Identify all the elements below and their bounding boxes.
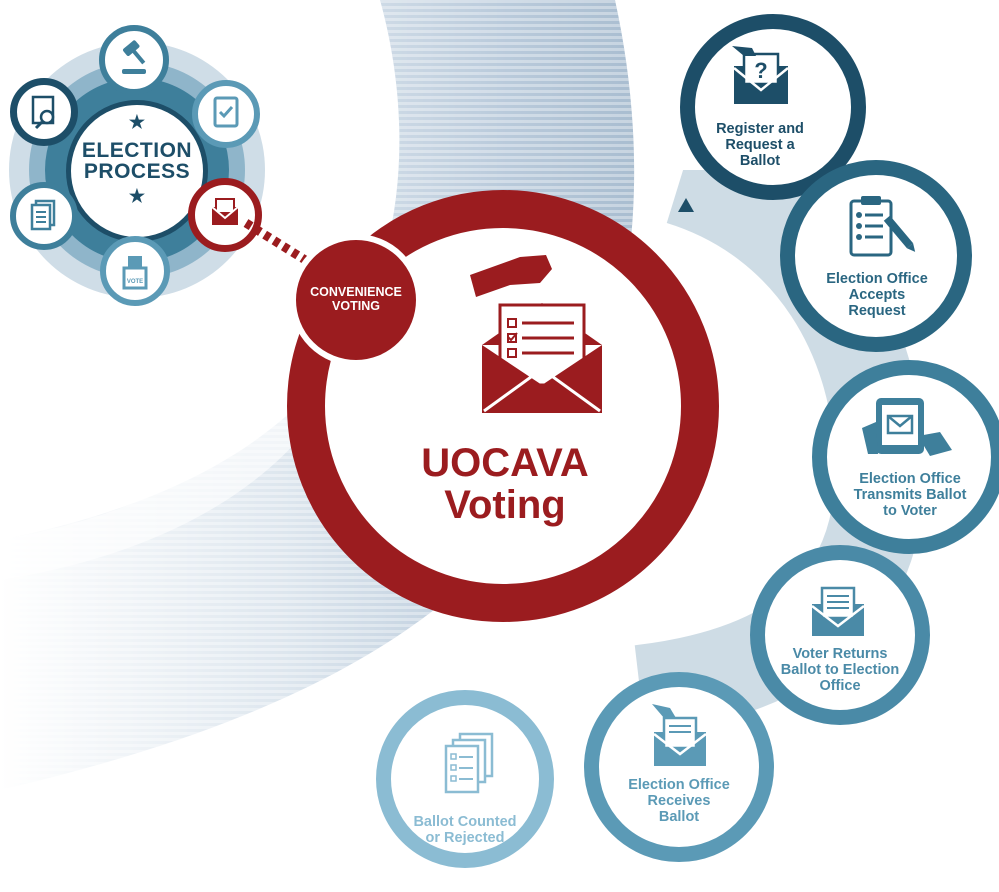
document-list-icon [30, 199, 56, 231]
hub-star-bottom: ★ [128, 186, 146, 206]
envelope-hand-icon [652, 704, 707, 766]
election-process-hub[interactable] [66, 100, 208, 242]
clipboard-pencil-icon [849, 196, 916, 257]
svg-text:?: ? [754, 58, 767, 83]
step-receives-ballot[interactable] [584, 672, 774, 862]
ballot-stack-icon [444, 732, 494, 794]
ring-arrow-tip [678, 198, 694, 212]
hub-document-list-step[interactable] [10, 182, 78, 250]
envelope-ballot-icon [470, 255, 602, 413]
uocava-title: UOCAVA Voting [421, 441, 589, 527]
convenience-voting-badge[interactable] [290, 234, 422, 366]
hub-mail-ballot-step[interactable] [188, 178, 262, 252]
hub-star-top: ★ [128, 112, 146, 132]
envelope-letter-icon [811, 586, 865, 636]
svg-text:VOTE: VOTE [127, 279, 143, 285]
ballot-box-icon: VOTE [122, 256, 148, 290]
dashed-connector [243, 219, 313, 267]
document-search-icon [31, 95, 55, 130]
clipboard-check-icon [213, 96, 239, 128]
mail-ballot-icon [211, 198, 239, 225]
hub-gavel-step[interactable] [99, 25, 169, 95]
hub-clipboard-step[interactable] [192, 80, 260, 148]
hub-document-search-step[interactable] [10, 78, 78, 146]
gavel-icon [122, 40, 146, 74]
hub-ballot-box-step[interactable]: VOTE [100, 236, 170, 306]
convenience-voting-label: CONVENIENCE VOTING [310, 285, 402, 313]
tablet-mail-icon [862, 398, 952, 456]
envelope-question-icon: ? [732, 46, 789, 104]
hub-title: ELECTION PROCESS [81, 139, 193, 184]
